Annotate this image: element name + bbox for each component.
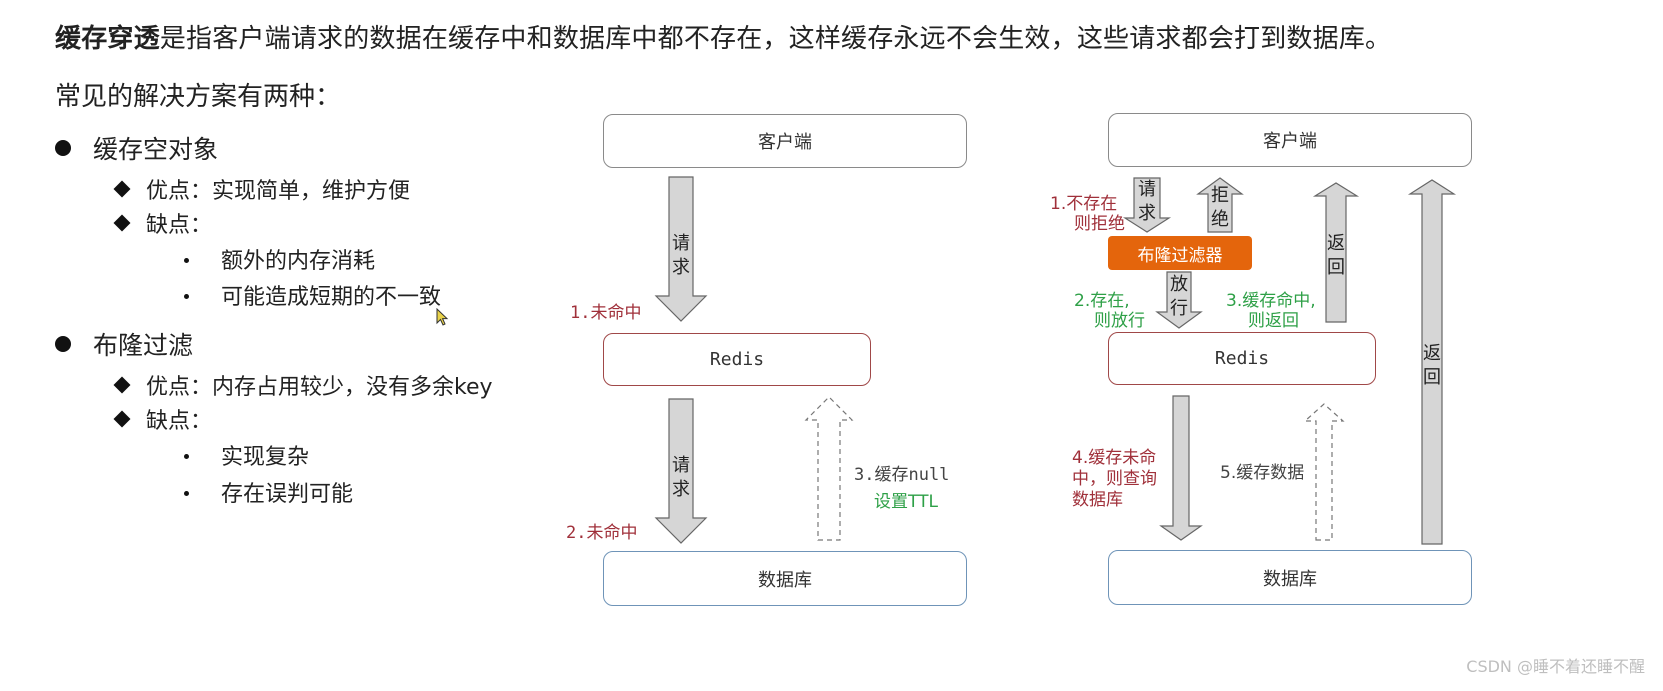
- exist-label-line1: 2.存在,: [1074, 291, 1130, 311]
- database-box: 数据库: [1108, 550, 1472, 605]
- arrow-redis-to-db: [654, 398, 708, 544]
- arrow-db-return: [1407, 179, 1457, 545]
- database-box: 数据库: [603, 551, 967, 606]
- cons-text: 可能造成短期的不一致: [221, 285, 442, 310]
- arrow-client-to-bloom: [1122, 177, 1172, 233]
- solution-cons: 缺点：: [113, 207, 213, 239]
- solution-pros: 优点：内存占用较少，没有多余key: [113, 369, 493, 401]
- mouse-cursor-icon: [436, 308, 449, 326]
- redis-box: Redis: [603, 333, 871, 386]
- solution-title: 布隆过滤: [93, 331, 194, 360]
- small-dot: [184, 490, 189, 496]
- miss-query-label-line1: 4.缓存未命: [1072, 448, 1157, 468]
- small-dot: [184, 293, 189, 299]
- arrow-bloom-reject: [1196, 177, 1244, 233]
- arrow-bloom-pass: [1155, 271, 1203, 329]
- arrow-redis-to-db-2: [1159, 395, 1203, 541]
- cons-label: 缺点：: [146, 409, 213, 434]
- exist-label-line2: 则放行: [1094, 311, 1145, 331]
- small-dot: [184, 257, 189, 263]
- bullet-dot: [55, 336, 71, 352]
- cons-item: 额外的内存消耗: [184, 243, 375, 275]
- cons-item: 实现复杂: [184, 439, 309, 471]
- watermark: CSDN @睡不着还睡不醒: [1466, 657, 1645, 676]
- solution-cache-null-object: 缓存空对象: [55, 130, 218, 166]
- bloom-filter-box: 布隆过滤器: [1108, 236, 1252, 270]
- request-label: 请求: [1138, 179, 1156, 224]
- miss-label-2: 2.未命中: [566, 523, 638, 543]
- request-label: 请求: [672, 233, 690, 278]
- small-dot: [184, 453, 189, 459]
- return-label: 返回: [1327, 233, 1345, 278]
- client-box: 客户端: [603, 114, 967, 168]
- cons-text: 存在误判可能: [221, 482, 354, 507]
- reject-label: 拒绝: [1211, 185, 1229, 230]
- client-box: 客户端: [1108, 113, 1472, 167]
- bullet-dot: [55, 140, 71, 156]
- solution-pros: 优点：实现简单，维护方便: [113, 173, 411, 205]
- arrow-client-to-redis: [654, 176, 708, 322]
- solution-title: 缓存空对象: [93, 135, 219, 164]
- cache-data-label: 5.缓存数据: [1220, 463, 1305, 483]
- cache-null-label: 3.缓存null: [854, 465, 950, 485]
- solutions-heading: 常见的解决方案有两种：: [55, 82, 342, 112]
- term-cache-penetration: 缓存穿透: [55, 24, 160, 54]
- cons-text: 实现复杂: [221, 445, 310, 470]
- cons-text: 额外的内存消耗: [221, 249, 376, 274]
- pros-text: 优点：实现简单，维护方便: [146, 179, 411, 204]
- miss-query-label-line2: 中，则查询: [1072, 469, 1157, 489]
- set-ttl-label: 设置TTL: [874, 492, 938, 512]
- redis-box: Redis: [1108, 332, 1376, 385]
- pass-label: 放行: [1170, 274, 1188, 319]
- cons-item: 存在误判可能: [184, 476, 353, 508]
- pros-text: 优点：内存占用较少，没有多余key: [146, 375, 493, 400]
- intro-definition: 是指客户端请求的数据在缓存中和数据库中都不存在，这样缓存永远不会生效，这些请求都…: [159, 24, 1392, 54]
- cons-label: 缺点：: [146, 213, 213, 238]
- dashed-arrow-db-to-redis: [804, 396, 854, 541]
- not-exist-label-line2: 则拒绝: [1074, 214, 1125, 234]
- hit-label-line2: 则返回: [1248, 311, 1299, 331]
- solution-bloom-filter: 布隆过滤: [55, 326, 193, 362]
- intro-sentence: 缓存穿透是指客户端请求的数据在缓存中和数据库中都不存在，这样缓存永远不会生效，这…: [55, 18, 1391, 55]
- miss-query-label-line3: 数据库: [1072, 490, 1123, 510]
- return-label: 返回: [1423, 343, 1441, 388]
- solution-cons: 缺点：: [113, 403, 213, 435]
- arrow-redis-return: [1312, 182, 1360, 323]
- request-label: 请求: [672, 455, 690, 500]
- hit-label-line1: 3.缓存命中,: [1226, 291, 1316, 311]
- dashed-arrow-db-to-redis-2: [1303, 403, 1345, 541]
- cons-item: 可能造成短期的不一致: [184, 279, 441, 311]
- not-exist-label-line1: 1.不存在: [1050, 194, 1118, 214]
- miss-label-1: 1.未命中: [570, 303, 642, 323]
